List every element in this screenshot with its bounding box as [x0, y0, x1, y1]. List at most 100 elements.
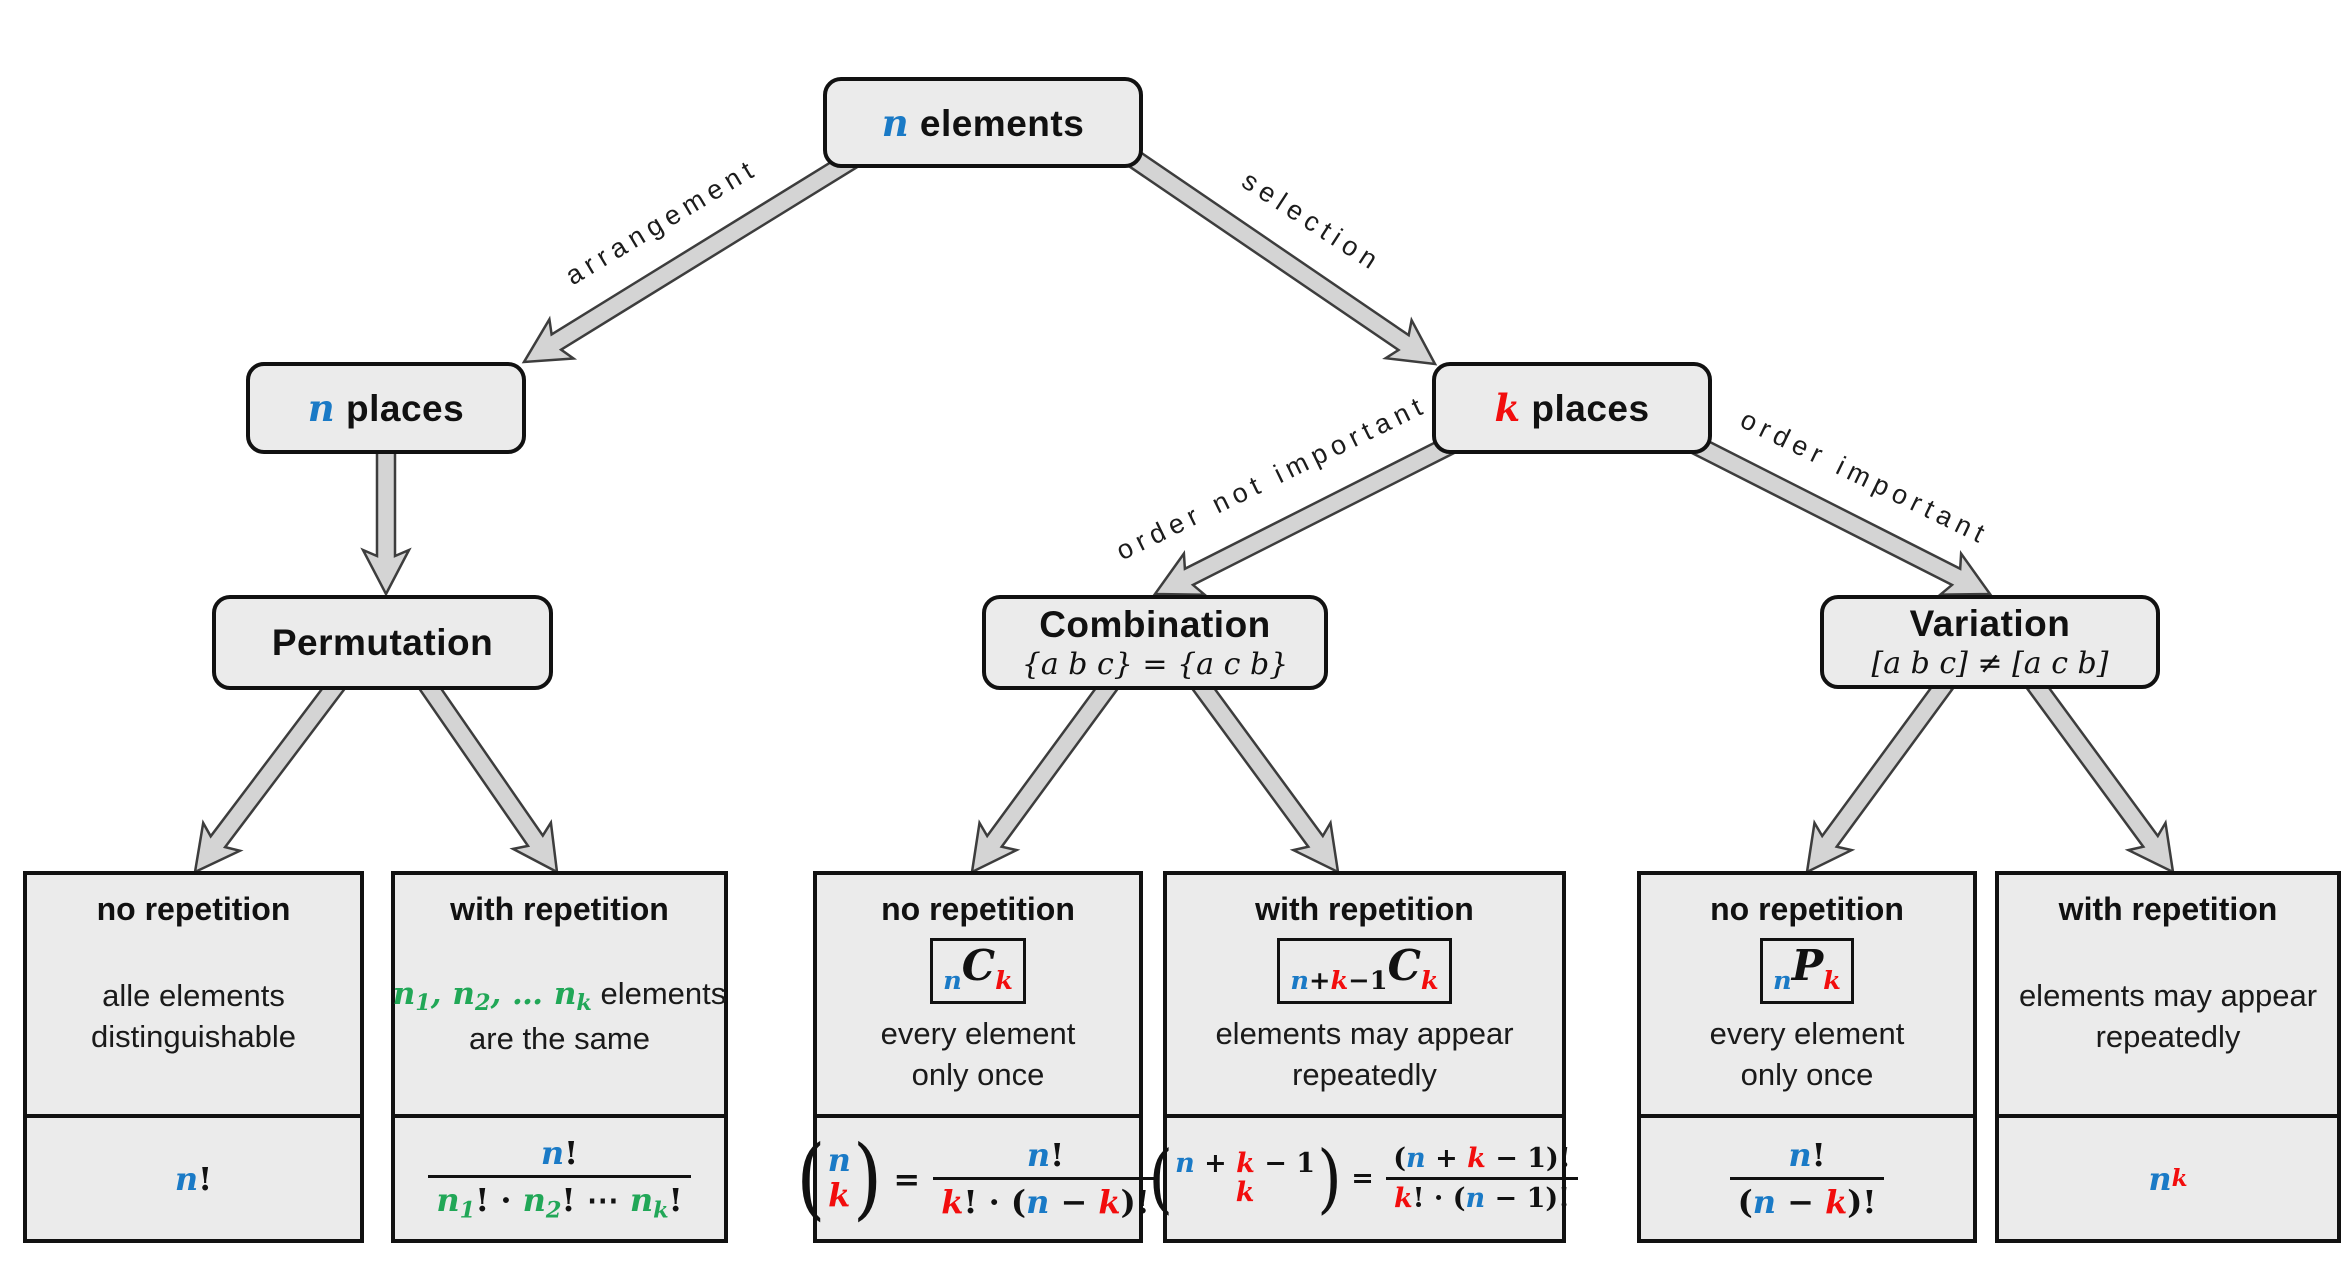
tree-arrow [521, 146, 865, 364]
math-token: n [392, 976, 416, 1013]
node-sublabel: [a b c] ≠ [a c b] [1871, 646, 2109, 681]
card-formula-section: n! [27, 1114, 360, 1239]
math-token: k [1330, 965, 1349, 996]
math-token: n [1290, 965, 1309, 996]
math-token: k [1235, 1177, 1255, 1209]
math-token: n [1026, 1183, 1050, 1221]
math-token: = [1341, 1163, 1384, 1194]
math-token: n [943, 965, 962, 996]
card-variation-no-repetition: no repetition nPk every element only onc… [1637, 871, 1977, 1243]
math-token: k [653, 1197, 669, 1224]
description-line: are the same [393, 1019, 727, 1060]
math-token: k [1236, 1178, 1255, 1208]
math-token: n! [533, 1134, 586, 1175]
card-title: with repetition [1255, 891, 1474, 927]
math-token: )! [1120, 1183, 1150, 1221]
description-line: alle elements [91, 976, 296, 1017]
node-label: Combination [1039, 604, 1271, 646]
math-token: (n + k − 1)! [1385, 1143, 1578, 1177]
math-token: (n − k)! [1729, 1177, 1885, 1221]
math-token: n [1788, 1136, 1812, 1174]
math-token: ! [198, 1159, 213, 1198]
math-token: n [827, 1141, 851, 1180]
math-token: C [961, 941, 996, 990]
node-label: n elements [882, 101, 1085, 145]
card-top: with repetition n1, n2, … nk elements ar… [392, 875, 727, 1114]
math-token: ! [1811, 1136, 1826, 1174]
math-token: n [1752, 1183, 1776, 1221]
math-token: n! [1019, 1136, 1072, 1177]
symbol-nPk: nPk [1760, 938, 1854, 1005]
symbol-row: nCk [930, 938, 1026, 1005]
math-token: repeatedly [1292, 1057, 1437, 1093]
math-token: + [1425, 1143, 1468, 1174]
math-token: k [1420, 965, 1439, 996]
math-token: k [2171, 1165, 2188, 1192]
math-token: n [522, 1180, 546, 1219]
math-token: , … [490, 976, 554, 1013]
math-token: n [881, 100, 910, 145]
tree-arrow [1123, 146, 1438, 366]
math-token: distinguishable [90, 1019, 297, 1054]
node-sublabel: {a b c} = {a c b} [1021, 646, 1289, 682]
math-token: 2 [474, 990, 491, 1017]
node-n-places: n places [246, 362, 526, 454]
math-token: only once [1740, 1057, 1874, 1093]
math-token: k [1467, 1143, 1486, 1174]
math-token: n [1465, 1183, 1486, 1214]
card-title: with repetition [450, 891, 669, 927]
card-description: every element only once [881, 1004, 1076, 1114]
math-token: n [1773, 965, 1792, 996]
math-token: n! [1780, 1136, 1833, 1177]
math-token: ( [1148, 1133, 1174, 1222]
math-token: k [576, 990, 592, 1017]
description-line: only once [881, 1055, 1076, 1096]
tree-arrow [360, 446, 412, 597]
formula: n!n1! · n2! ⋯ nk! [426, 1134, 692, 1224]
card-description: alle elements distinguishable [91, 928, 296, 1114]
math-token: n!k! · (n − k)! [933, 1136, 1158, 1221]
math-token: places [335, 388, 465, 429]
card-top: with repetition n+k−1Ck elements may app… [1167, 875, 1562, 1114]
tree-arrow [417, 677, 559, 875]
math-token: n [452, 976, 475, 1013]
node-label: n places [308, 386, 464, 430]
card-top: no repetition alle elements distinguisha… [27, 875, 360, 1114]
math-token: k [828, 1178, 850, 1213]
card-top: no repetition nPk every element only onc… [1641, 875, 1973, 1114]
description-line: every element [881, 1014, 1076, 1055]
card-description: elements may appear repeatedly [1215, 1004, 1513, 1114]
symbol-row: nPk [1760, 938, 1854, 1005]
math-token: 1 [459, 1197, 476, 1224]
description-line: repeatedly [1215, 1055, 1513, 1096]
math-token: places [1520, 388, 1650, 429]
math-token: n [1406, 1143, 1426, 1174]
math-token: ( [1393, 1143, 1407, 1174]
math-token: k [995, 965, 1013, 996]
math-token: k [1823, 965, 1841, 996]
card-combination-with-repetition: with repetition n+k−1Ck elements may app… [1148, 871, 1578, 1243]
math-token: k [1393, 1183, 1413, 1214]
card-title: with repetition [2058, 891, 2278, 927]
math-token: ( [796, 1125, 826, 1230]
math-token: ! [564, 1133, 579, 1172]
math-token: 2 [545, 1197, 562, 1224]
math-token: n + k − 1 [1175, 1148, 1315, 1179]
math-token: n [540, 1133, 565, 1172]
tree-arrow [1152, 434, 1458, 596]
math-token: ! [1050, 1136, 1065, 1174]
math-token: k [828, 1176, 851, 1215]
node-k-places: k places [1432, 362, 1712, 454]
math-token: repeatedly [2095, 1019, 2241, 1054]
math-token: n [2148, 1159, 2172, 1198]
math-token: n [828, 1143, 851, 1178]
math-token: k! · (n − 1)! [1385, 1177, 1578, 1214]
card-title: no repetition [96, 891, 291, 927]
math-token: Combination [1039, 603, 1271, 645]
